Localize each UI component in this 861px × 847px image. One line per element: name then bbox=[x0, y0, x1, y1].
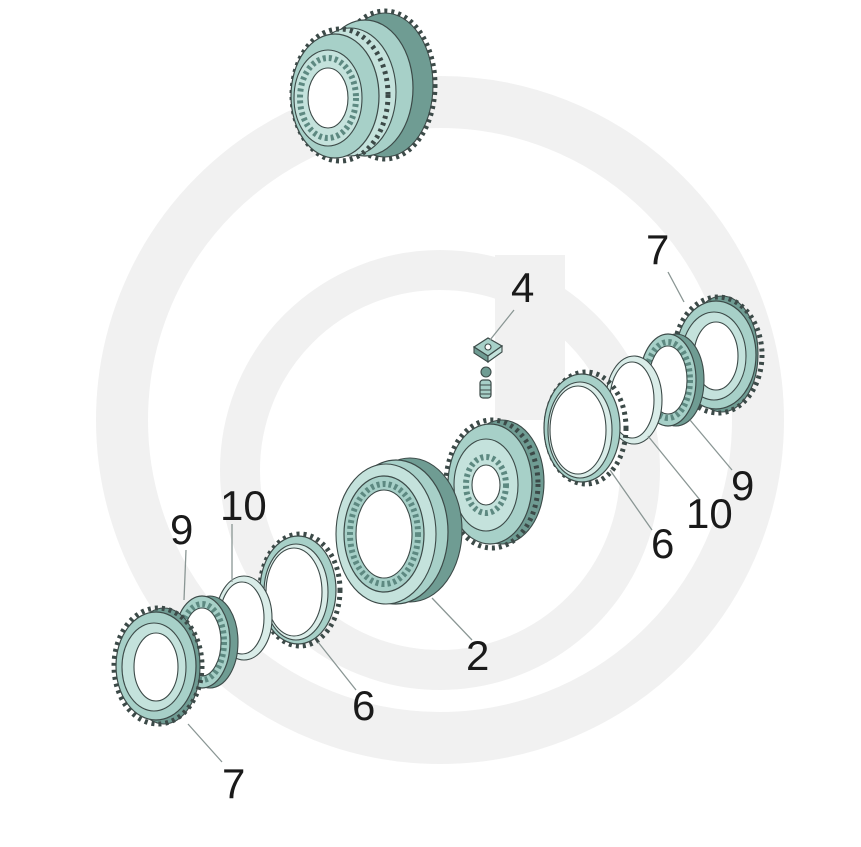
label-6-right: 6 bbox=[651, 520, 674, 567]
assembled-synchronizer-unit bbox=[289, 8, 438, 164]
label-7-right: 7 bbox=[646, 226, 669, 273]
label-6-left: 6 bbox=[352, 682, 375, 729]
label-10-right: 10 bbox=[686, 490, 733, 537]
part-4-detent-key-and-spring bbox=[472, 337, 504, 399]
part-6-right-synchro-ring bbox=[543, 369, 629, 487]
leader-lines bbox=[183, 271, 733, 763]
hub-gear bbox=[443, 417, 545, 551]
label-4: 4 bbox=[511, 264, 534, 311]
label-10-left: 10 bbox=[220, 482, 267, 529]
label-9-right: 9 bbox=[731, 462, 754, 509]
label-9-left: 9 bbox=[170, 506, 193, 553]
part-labels: 7 4 9 10 6 2 6 10 9 7 bbox=[170, 226, 754, 807]
label-2: 2 bbox=[466, 632, 489, 679]
label-7-left: 7 bbox=[222, 760, 245, 807]
part-2-sliding-sleeve bbox=[335, 457, 463, 605]
part-7-left-gear-ring bbox=[111, 605, 205, 727]
part-6-left-synchro-ring bbox=[257, 531, 343, 649]
